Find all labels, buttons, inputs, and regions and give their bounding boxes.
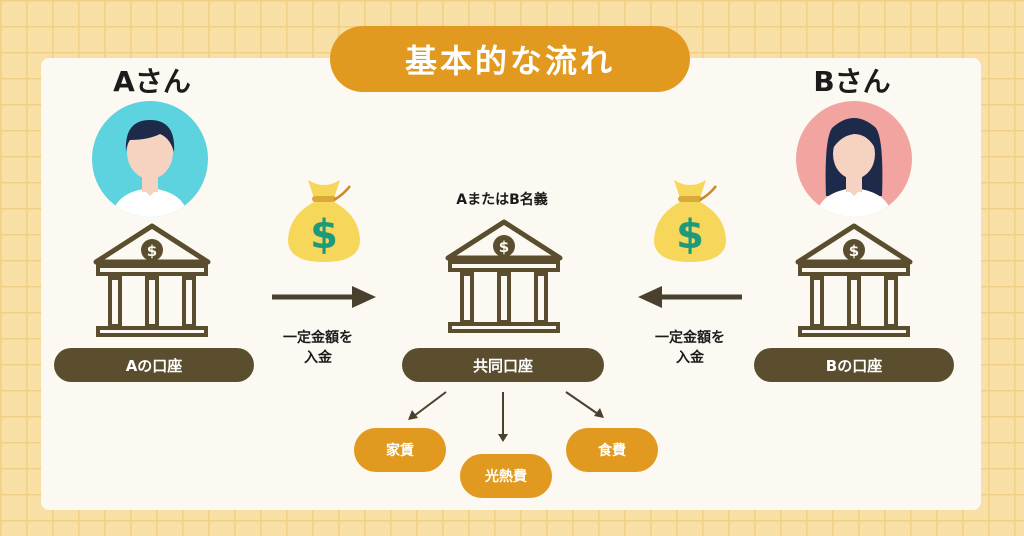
expense-food-pill: 食費	[566, 428, 658, 472]
svg-text:$: $	[310, 212, 338, 258]
svg-text:$: $	[849, 242, 859, 260]
transfer-left-label: 一定金額を 入金	[258, 328, 378, 368]
arrow-left-icon	[638, 286, 742, 308]
bank-joint-icon: $	[445, 219, 563, 333]
expense-arrows-icon	[408, 391, 604, 442]
account-a-pill: Aの口座	[54, 348, 254, 382]
joint-owner-label: AまたはB名義	[456, 192, 548, 208]
expense-utilities-pill: 光熱費	[460, 454, 552, 498]
money-bag-left-icon: $	[288, 180, 360, 262]
arrow-right-icon	[272, 286, 376, 308]
avatar-b-icon	[796, 101, 912, 217]
avatar-a-icon	[92, 101, 208, 217]
person-a-name: Aさん	[113, 65, 191, 98]
bank-a-icon: $	[93, 223, 211, 337]
joint-account-pill: 共同口座	[402, 348, 604, 382]
expense-rent-pill: 家賃	[354, 428, 446, 472]
transfer-left-line2: 入金	[304, 350, 332, 366]
svg-text:$: $	[147, 242, 157, 260]
person-b-name: Bさん	[813, 65, 891, 98]
transfer-right-line1: 一定金額を	[655, 330, 725, 346]
svg-text:$: $	[499, 238, 509, 256]
page-title: 基本的な流れ	[330, 26, 690, 92]
bank-b-icon: $	[795, 223, 913, 337]
transfer-right-label: 一定金額を 入金	[630, 328, 750, 368]
transfer-right-line2: 入金	[676, 350, 704, 366]
transfer-left-line1: 一定金額を	[283, 330, 353, 346]
account-b-pill: Bの口座	[754, 348, 954, 382]
money-bag-right-icon: $	[654, 180, 726, 262]
svg-text:$: $	[676, 212, 704, 258]
